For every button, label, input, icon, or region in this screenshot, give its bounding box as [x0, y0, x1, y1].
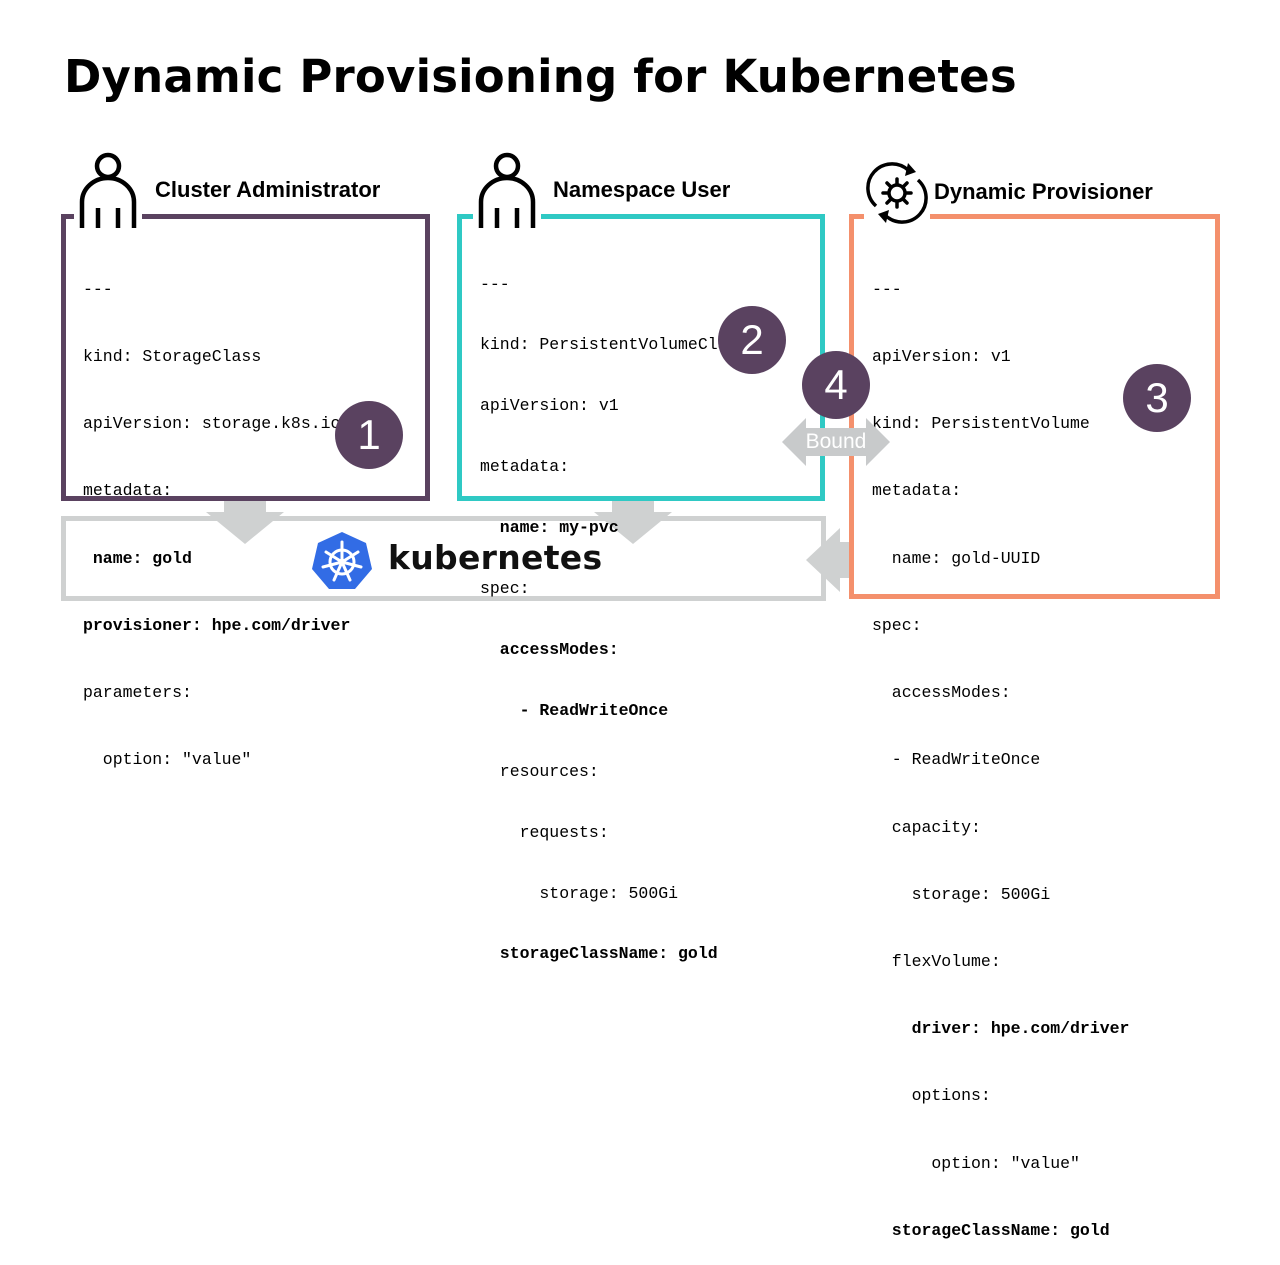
code-line: name: gold-UUID — [872, 548, 1041, 568]
user-icon — [473, 150, 541, 230]
code-line: name: my-pvc — [480, 518, 619, 538]
panel-1-header: Cluster Administrator — [152, 177, 384, 203]
code-line: metadata: — [83, 481, 173, 501]
kubernetes-box — [61, 516, 826, 601]
code-line: kind: PersistentVolumeClaim — [480, 335, 748, 355]
panel-3-header: Dynamic Provisioner — [931, 179, 1156, 205]
code-line: kind: StorageClass — [83, 347, 262, 367]
code-line: options: — [872, 1086, 991, 1106]
code-line: resources: — [480, 761, 599, 781]
code-line: flexVolume: — [872, 952, 1001, 971]
code-line: spec: — [872, 615, 922, 635]
step-badge-4: 4 — [802, 351, 870, 419]
code-line: metadata: — [872, 481, 962, 501]
arrow-down-1 — [206, 492, 284, 544]
code-line: apiVersion: v1 — [872, 347, 1011, 367]
code-line: --- — [872, 279, 902, 299]
code-line: spec: — [480, 579, 530, 599]
arrow-left — [806, 528, 858, 592]
code-line: apiVersion: storage.k8s.io/v1 — [83, 414, 371, 434]
code-line: storageClassName: gold — [480, 944, 718, 964]
kubernetes-logo-icon — [312, 532, 372, 589]
code-line: - ReadWriteOnce — [480, 700, 669, 720]
code-line: parameters: — [83, 683, 192, 703]
kubernetes-label: kubernetes — [388, 538, 603, 577]
code-line: requests: — [480, 822, 609, 842]
panel-2-header: Namespace User — [550, 177, 734, 203]
user-icon — [74, 150, 142, 230]
code-line: apiVersion: v1 — [480, 396, 619, 416]
bound-label: Bound — [805, 430, 867, 453]
code-line: --- — [83, 279, 113, 299]
code-line: storage: 500Gi — [872, 884, 1051, 904]
code-line: provisioner: hpe.com/driver — [83, 615, 351, 635]
code-line: accessModes: — [480, 639, 619, 659]
code-line: name: gold — [83, 548, 192, 568]
code-line: accessModes: — [872, 683, 1011, 703]
code-line: kind: PersistentVolume — [872, 414, 1090, 434]
code-line: --- — [480, 274, 510, 294]
arrow-down-2 — [594, 492, 672, 544]
pvc-yaml: --- kind: PersistentVolumeClaim apiVersi… — [480, 234, 747, 985]
pv-yaml: --- apiVersion: v1 kind: PersistentVolum… — [872, 234, 1129, 1265]
sync-gear-icon — [864, 160, 930, 226]
code-line: storageClassName: gold — [872, 1220, 1110, 1240]
code-line: storage: 500Gi — [480, 883, 679, 903]
code-line: capacity: — [872, 817, 981, 837]
code-line: metadata: — [480, 457, 570, 477]
bound-double-arrow — [782, 418, 890, 466]
code-line: option: "value" — [872, 1153, 1080, 1173]
code-line: - ReadWriteOnce — [872, 750, 1041, 770]
step-badge-1: 1 — [335, 401, 403, 469]
storageclass-yaml: --- kind: StorageClass apiVersion: stora… — [83, 234, 370, 794]
code-line: option: "value" — [83, 750, 252, 770]
step-badge-2: 2 — [718, 306, 786, 374]
step-badge-3: 3 — [1123, 364, 1191, 432]
code-line: driver: hpe.com/driver — [872, 1019, 1130, 1039]
slide-title: Dynamic Provisioning for Kubernetes — [64, 50, 1017, 103]
